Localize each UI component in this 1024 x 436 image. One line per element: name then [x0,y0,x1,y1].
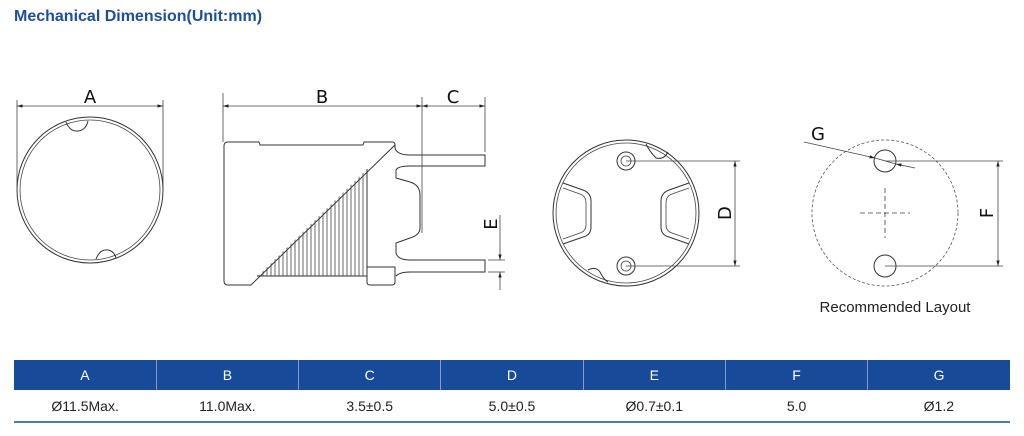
header-g: G [867,360,1010,390]
dim-label-c: C [447,87,460,108]
value-b: 11.0Max. [156,390,299,423]
table-row: Ø11.5Max. 11.0Max. 3.5±0.5 5.0±0.5 Ø0.7±… [14,390,1010,423]
header-e: E [582,360,726,390]
dim-label-a: A [84,87,97,108]
dim-label-b: B [316,87,328,108]
header-f: F [724,360,868,390]
header-a: A [14,360,157,390]
dimension-table: A B C D E F G Ø11.5Max. 11.0Max. 3.5±0.5… [14,360,1010,423]
dim-label-d: D [715,206,736,220]
value-c: 3.5±0.5 [298,390,441,423]
recommended-layout-drawing: F G Recommended Layout [803,124,1003,316]
value-d: 5.0±0.5 [440,390,584,423]
header-c: C [298,360,441,390]
mechanical-drawings: A B C E D [16,87,1003,316]
value-f: 5.0 [725,390,868,423]
side-view-drawing: B C E [222,87,505,290]
table-header-row: A B C D E F G [14,360,1010,390]
value-a: Ø11.5Max. [14,390,157,423]
dim-label-g: G [811,124,825,145]
value-e: Ø0.7±0.1 [583,390,726,423]
section-title: Mechanical Dimension(Unit:mm) [14,8,263,25]
bottom-view-drawing: D [552,139,740,287]
value-g: Ø1.2 [867,390,1010,423]
recommended-layout-caption: Recommended Layout [820,299,972,316]
top-view-drawing: A [16,87,164,264]
dim-label-f: F [977,208,998,218]
header-b: B [155,360,299,390]
header-d: D [440,360,584,390]
dim-label-e: E [481,218,502,229]
